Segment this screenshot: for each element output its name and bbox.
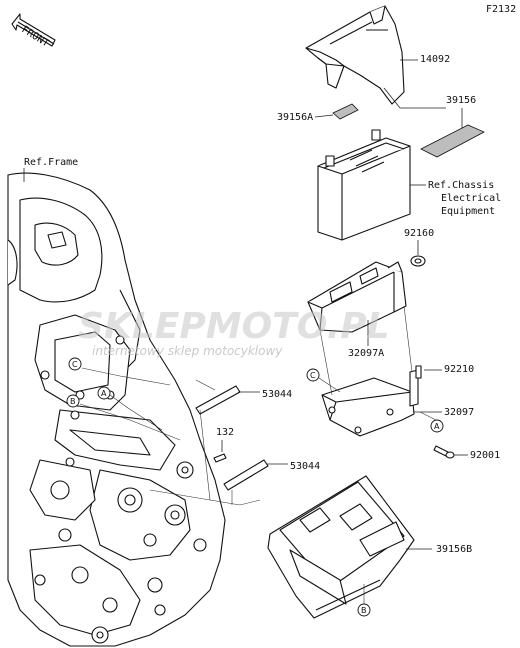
part-14092-label: 14092 [420,54,450,65]
bar-53044-bottom-drawing [223,459,269,491]
part-132-label: 132 [216,427,234,438]
battery-cover-drawing [305,5,405,105]
part-53044-bottom-label: 53044 [290,461,320,472]
callout-a-right: A [430,419,444,433]
front-arrow-icon [11,13,56,47]
callout-b-left: B [66,394,80,408]
part-32097a-label: 32097A [348,348,384,359]
part-39156a-label: 39156A [277,112,313,123]
clip-92210-drawing [415,365,422,379]
figure-id: F2132 [486,4,516,15]
part-39156-label: 39156 [446,95,476,106]
svg-text:A: A [101,389,107,398]
watermark-main: SKLEPMOTO.PL [78,306,390,347]
cover-39156b-drawing [267,475,415,619]
pad-39156-drawing [420,124,485,158]
damper-92160-drawing [410,255,426,267]
ref-chassis-label-3: Equipment [441,206,495,217]
bracket-32097-drawing [321,369,419,437]
frame-drawing [7,172,226,647]
ref-chassis-label-1: Ref.Chassis [428,180,494,191]
part-39156-leader [383,87,446,109]
ref-frame-label: Ref.Frame [24,157,78,168]
svg-text:C: C [72,360,78,369]
connection-lines [79,305,437,604]
callout-b-bottom: B [357,603,371,617]
part-92001-label: 92001 [470,450,500,461]
part-32097-label: 32097 [444,407,474,418]
part-39156b-label: 39156B [436,544,472,555]
svg-text:B: B [361,606,367,615]
callout-a-top: A [97,386,111,400]
part-92160-label: 92160 [404,228,434,239]
svg-text:B: B [70,397,76,406]
bar-53044-top-drawing [195,385,241,415]
callout-c-left: C [68,357,82,371]
screw-132-drawing [213,453,227,463]
watermark-sub: internetowy sklep motocyklowy [92,344,283,358]
pad-39156a-drawing [332,103,359,120]
part-53044-top-label: 53044 [262,389,292,400]
svg-text:A: A [434,422,440,431]
part-39156a-leader [314,114,334,118]
bolt-92001-drawing [433,445,455,459]
callout-c-right: C [306,368,320,382]
battery-case-32097a-drawing [307,261,407,333]
svg-text:C: C [310,371,316,380]
battery-drawing [317,129,411,241]
part-92210-label: 92210 [444,364,474,375]
ref-chassis-label-2: Electrical [441,193,501,204]
